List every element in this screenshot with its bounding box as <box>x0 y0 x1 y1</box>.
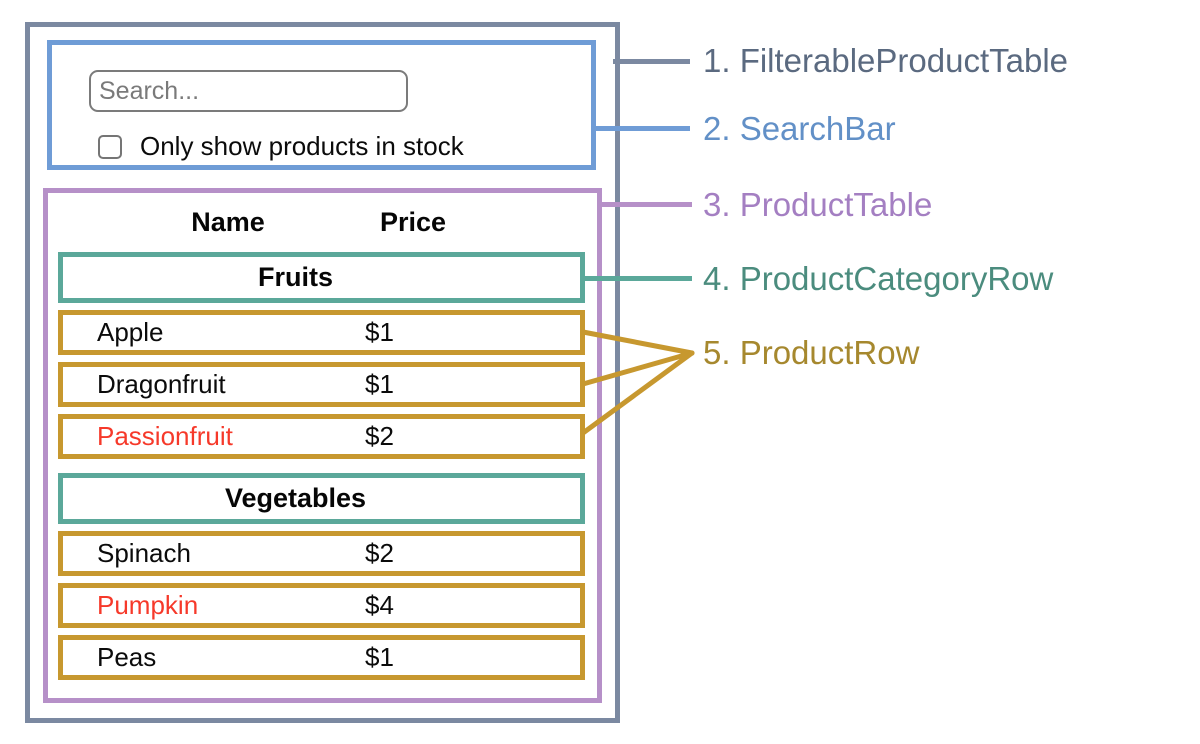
product-name: Peas <box>97 642 157 672</box>
connector-search-bar <box>591 126 690 131</box>
search-bar-outline: Only show products in stock <box>47 40 596 170</box>
product-row: Apple $1 <box>58 310 585 355</box>
category-label: Vegetables <box>224 483 367 513</box>
product-price: $1 <box>365 369 394 399</box>
product-price: $1 <box>365 317 394 347</box>
product-name: Apple <box>97 317 164 347</box>
product-name: Spinach <box>97 538 191 568</box>
product-price: $4 <box>365 590 394 620</box>
category-label: Fruits <box>257 262 333 292</box>
legend-product-table: 3. ProductTable <box>703 186 933 223</box>
in-stock-filter-row: Only show products in stock <box>98 131 464 162</box>
product-row: Spinach $2 <box>58 531 585 576</box>
product-name: Pumpkin <box>97 590 199 620</box>
in-stock-checkbox-label: Only show products in stock <box>140 131 464 161</box>
product-category-row: Fruits <box>58 252 585 303</box>
legend-product-category-row: 4. ProductCategoryRow <box>703 260 1054 297</box>
product-name: Passionfruit <box>97 421 233 451</box>
legend-filterable-product-table: 1. FilterableProductTable <box>703 42 1069 79</box>
product-row: Dragonfruit $1 <box>58 362 585 407</box>
product-price: $1 <box>365 642 394 672</box>
product-name: Dragonfruit <box>97 369 226 399</box>
product-category-row: Vegetables <box>58 473 585 524</box>
in-stock-checkbox[interactable] <box>98 134 122 159</box>
product-price: $2 <box>365 421 394 451</box>
legend-product-row: 5. ProductRow <box>703 334 920 371</box>
column-header-name: Name <box>191 207 265 237</box>
product-row: Peas $1 <box>58 635 585 680</box>
product-table-header: Name Price <box>58 193 585 252</box>
legend-search-bar: 2. SearchBar <box>703 110 896 147</box>
product-row: Pumpkin $4 <box>58 583 585 628</box>
search-input[interactable] <box>89 70 408 112</box>
product-price: $2 <box>365 538 394 568</box>
column-header-price: Price <box>380 207 447 237</box>
connector-product-table <box>597 202 692 207</box>
connector-filterable-product-table <box>613 59 690 64</box>
product-row: Passionfruit $2 <box>58 414 585 459</box>
connector-product-category-row <box>581 276 692 281</box>
